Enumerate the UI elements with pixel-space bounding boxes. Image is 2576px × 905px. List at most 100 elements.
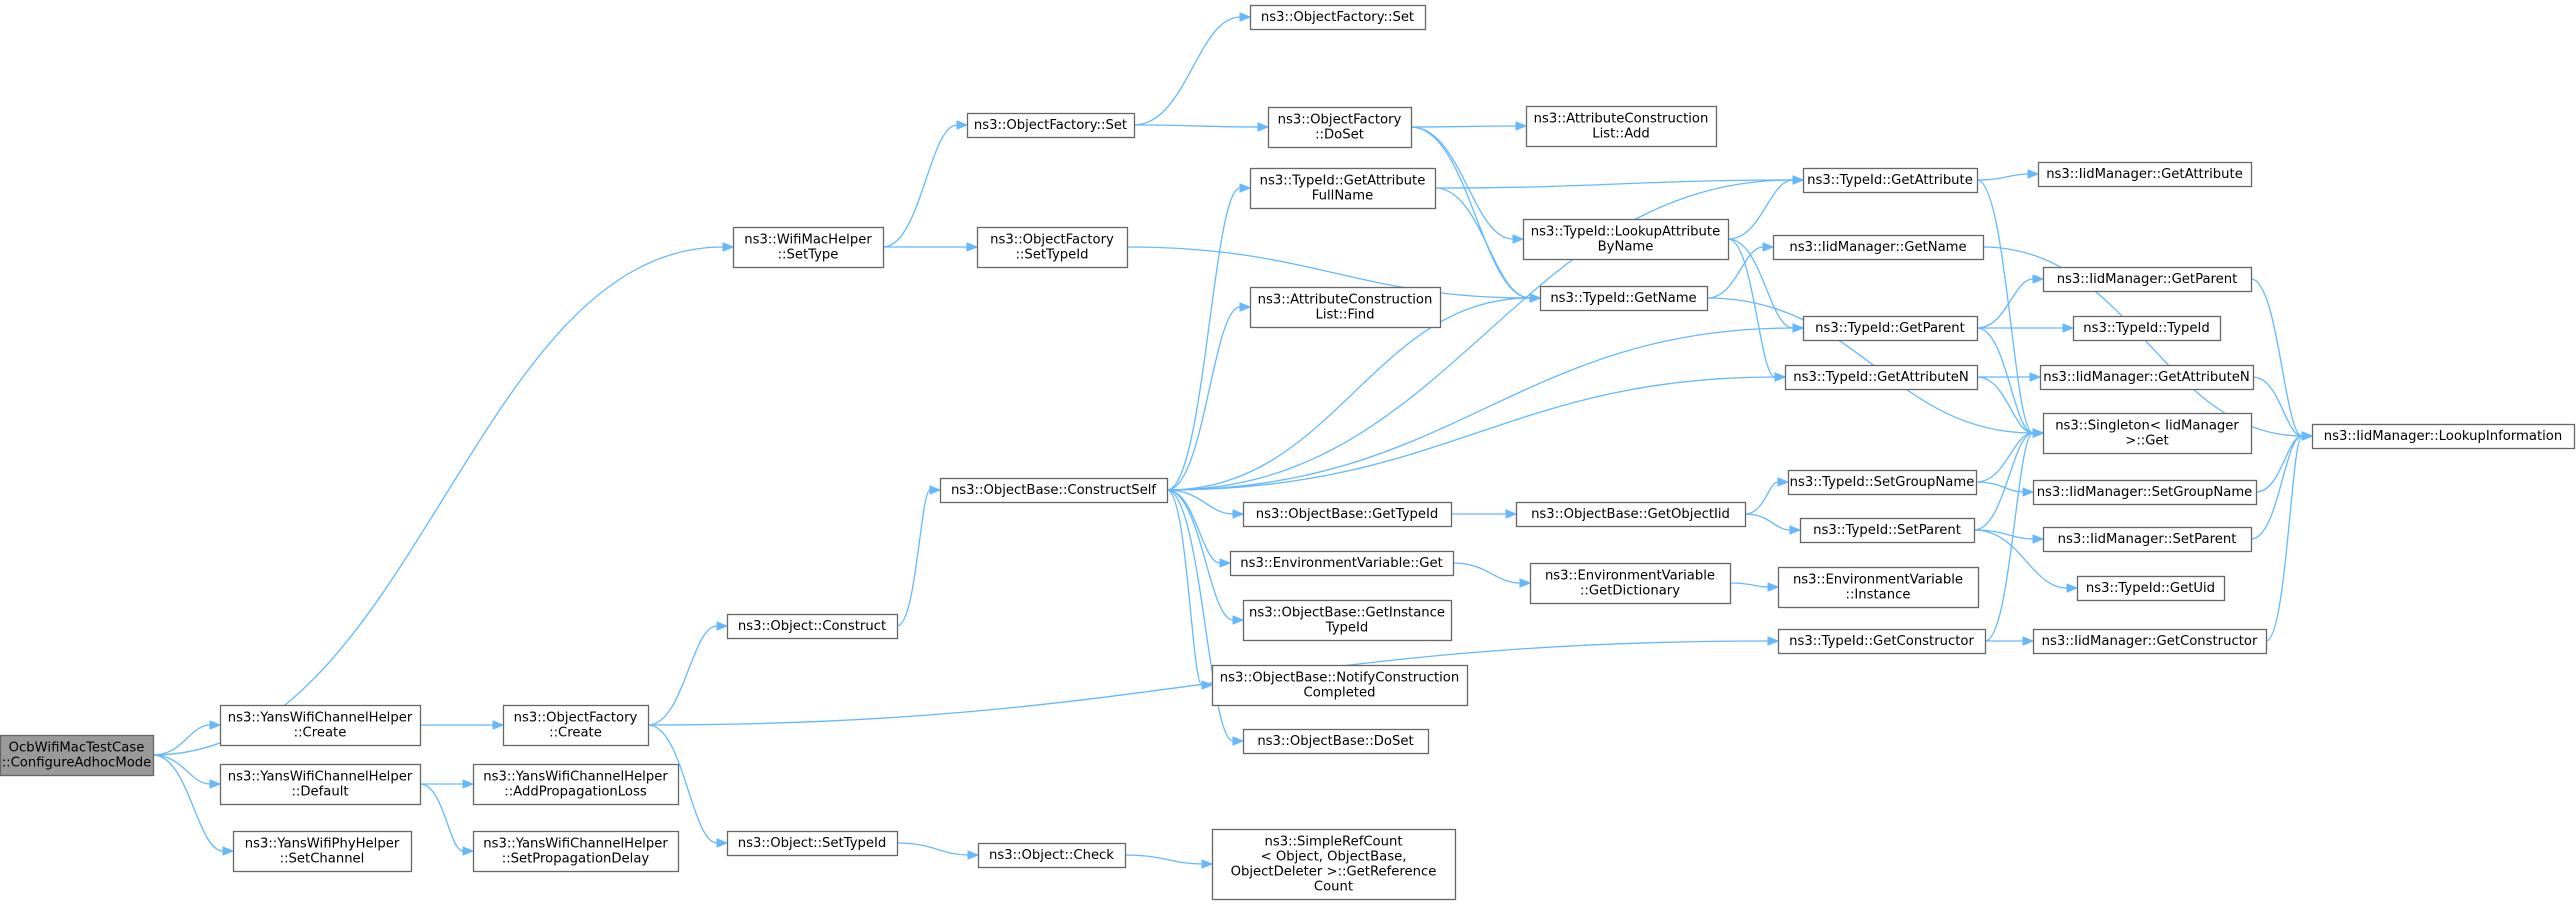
node-objSetTypeId[interactable]: ns3::Object::SetTypeId	[726, 830, 899, 857]
node-obDoSet[interactable]: ns3::ObjectBase::DoSet	[1242, 728, 1430, 755]
node-tGetUid[interactable]: ns3::TypeId::GetUid	[2076, 575, 2226, 602]
node-box	[472, 763, 680, 806]
edge-ofCreate-to-objConstruct	[647, 621, 729, 726]
node-yansAddLoss[interactable]: ns3::YansWifiChannelHelper::AddPropagati…	[472, 763, 680, 806]
node-obConstruct[interactable]: ns3::ObjectBase::ConstructSelf	[939, 477, 1169, 504]
node-label: ns3::WifiMacHelper	[744, 233, 872, 248]
node-label: ns3::ObjectFactory::Set	[974, 118, 1127, 133]
node-wifiSetType[interactable]: ns3::WifiMacHelper::SetType	[732, 226, 885, 269]
edge-line	[1124, 854, 1203, 865]
edge-ofCreate-to-tGetConstructor	[647, 636, 1780, 726]
node-box	[1522, 218, 1730, 261]
node-label: ns3::IidManager::GetConstructor	[2042, 634, 2258, 649]
node-label: ns3::EnvironmentVariable	[1793, 573, 1963, 588]
node-simpleRef[interactable]: ns3::SimpleRefCount< Object, ObjectBase,…	[1211, 828, 1457, 901]
node-singleton[interactable]: ns3::Singleton< IidManager>::Get	[2042, 412, 2253, 455]
node-label: ::Create	[294, 726, 347, 741]
node-imSetGroupName[interactable]: ns3::IidManager::SetGroupName	[2032, 479, 2258, 506]
arrowhead	[967, 850, 980, 860]
node-box	[1529, 562, 1732, 605]
node-label: ns3::Singleton< IidManager	[2055, 419, 2239, 434]
node-yansPhySetCh[interactable]: ns3::YansWifiPhyHelper::SetChannel	[232, 830, 413, 873]
edge-obConstruct-to-tGetAttribute	[1166, 175, 1805, 491]
node-root[interactable]: OcbWifiMacTestCase::ConfigureAdhocMode	[0, 734, 155, 777]
node-yansChCreate[interactable]: ns3::YansWifiChannelHelper::Create	[219, 704, 422, 747]
node-label: ns3::IidManager::GetParent	[2057, 272, 2238, 287]
edge-line	[647, 625, 718, 726]
edge-line	[1166, 489, 1203, 686]
node-envGet[interactable]: ns3::EnvironmentVariable::Get	[1229, 550, 1455, 577]
node-tGetAttrN[interactable]: ns3::TypeId::GetAttributeN	[1784, 364, 1979, 391]
node-label: ns3::TypeId::GetParent	[1815, 321, 1965, 336]
node-imGetParent[interactable]: ns3::IidManager::GetParent	[2042, 266, 2253, 293]
edge-root-to-yansChDefault	[152, 754, 222, 789]
node-objConstruct[interactable]: ns3::Object::Construct	[726, 613, 899, 640]
edge-imGetConstructor-to-imLookup	[2265, 431, 2314, 642]
node-box	[966, 112, 1136, 139]
node-objCheck[interactable]: ns3::Object::Check	[977, 842, 1127, 869]
node-obGetTypeId[interactable]: ns3::ObjectBase::GetTypeId	[1242, 501, 1453, 528]
edge-line	[1133, 16, 1241, 126]
node-ofCreate[interactable]: ns3::ObjectFactory::Create	[502, 704, 650, 747]
node-imGetAttribute[interactable]: ns3::IidManager::GetAttribute	[2037, 161, 2253, 188]
node-yansSetDelay[interactable]: ns3::YansWifiChannelHelper::SetPropagati…	[472, 830, 680, 873]
edge-ofSet2-to-ofSet1	[1133, 12, 1252, 126]
node-obNotify[interactable]: ns3::ObjectBase::NotifyConstructionCompl…	[1211, 664, 1469, 707]
edge-line	[152, 246, 724, 756]
node-ofDoSet[interactable]: ns3::ObjectFactory::DoSet	[1267, 106, 1413, 149]
node-label: ns3::TypeId::GetName	[1550, 291, 1696, 306]
node-box	[1515, 501, 1747, 528]
node-box	[1242, 599, 1453, 642]
edge-line	[152, 754, 211, 785]
node-label: >::Get	[2125, 434, 2168, 449]
edge-line	[1166, 376, 1776, 491]
edge-root-to-yansChCreate	[152, 720, 222, 756]
node-envInstance[interactable]: ns3::EnvironmentVariable::Instance	[1777, 566, 1980, 609]
node-box	[1267, 106, 1413, 149]
node-tSetGroupName[interactable]: ns3::TypeId::SetGroupName	[1787, 469, 1978, 496]
node-tGetAttribute[interactable]: ns3::TypeId::GetAttribute	[1802, 167, 1979, 194]
node-ofSetTypeId[interactable]: ns3::ObjectFactory::SetTypeId	[976, 226, 1129, 269]
node-label: TypeId	[1325, 621, 1369, 636]
node-tGetConstructor[interactable]: ns3::TypeId::GetConstructor	[1777, 628, 1987, 655]
node-ofSet2[interactable]: ns3::ObjectFactory::Set	[966, 112, 1136, 139]
node-tTypeId[interactable]: ns3::TypeId::TypeId	[2072, 315, 2222, 342]
node-yansChDefault[interactable]: ns3::YansWifiChannelHelper::Default	[219, 763, 422, 806]
node-box	[232, 830, 413, 873]
node-label: Completed	[1304, 686, 1376, 701]
arrowhead	[966, 242, 979, 252]
node-tGetParent[interactable]: ns3::TypeId::GetParent	[1802, 315, 1979, 342]
node-label: Count	[1314, 880, 1353, 895]
edge-obGetObjectIid-to-tSetGroupName	[1744, 477, 1790, 515]
node-imLookup[interactable]: ns3::IidManager::LookupInformation	[2311, 423, 2576, 450]
node-imGetName[interactable]: ns3::IidManager::GetName	[1772, 234, 1985, 261]
edge-tSetGroupName-to-imSetGroupName	[1975, 481, 2035, 497]
node-box	[976, 226, 1129, 269]
node-envGetDict[interactable]: ns3::EnvironmentVariable::GetDictionary	[1529, 562, 1732, 605]
node-box	[1802, 315, 1979, 342]
node-ofSet1[interactable]: ns3::ObjectFactory::Set	[1249, 4, 1427, 31]
node-label: ::AddPropagationLoss	[504, 785, 647, 800]
node-obGetObjectIid[interactable]: ns3::ObjectBase::GetObjectIid	[1515, 501, 1747, 528]
node-tGetName[interactable]: ns3::TypeId::GetName	[1539, 285, 1709, 312]
node-imGetConstructor[interactable]: ns3::IidManager::GetConstructor	[2032, 628, 2268, 655]
node-box	[1249, 4, 1427, 31]
arrowhead	[1201, 680, 1214, 690]
node-tSetParent[interactable]: ns3::TypeId::SetParent	[1799, 517, 1976, 544]
edge-line	[1975, 432, 2034, 483]
arrowhead	[716, 838, 729, 848]
node-imGetAttrN[interactable]: ns3::IidManager::GetAttributeN	[2039, 364, 2255, 391]
node-label: ns3::IidManager::GetAttributeN	[2043, 370, 2250, 385]
node-label: ns3::IidManager::LookupInformation	[2324, 429, 2562, 444]
node-box	[1802, 167, 1979, 194]
node-imSetParent[interactable]: ns3::IidManager::SetParent	[2042, 526, 2253, 553]
edge-line	[1126, 246, 1531, 299]
edge-obConstruct-to-tGetAttrFull	[1166, 183, 1252, 491]
edge-ofDoSet-to-tGetName	[1410, 126, 1542, 303]
